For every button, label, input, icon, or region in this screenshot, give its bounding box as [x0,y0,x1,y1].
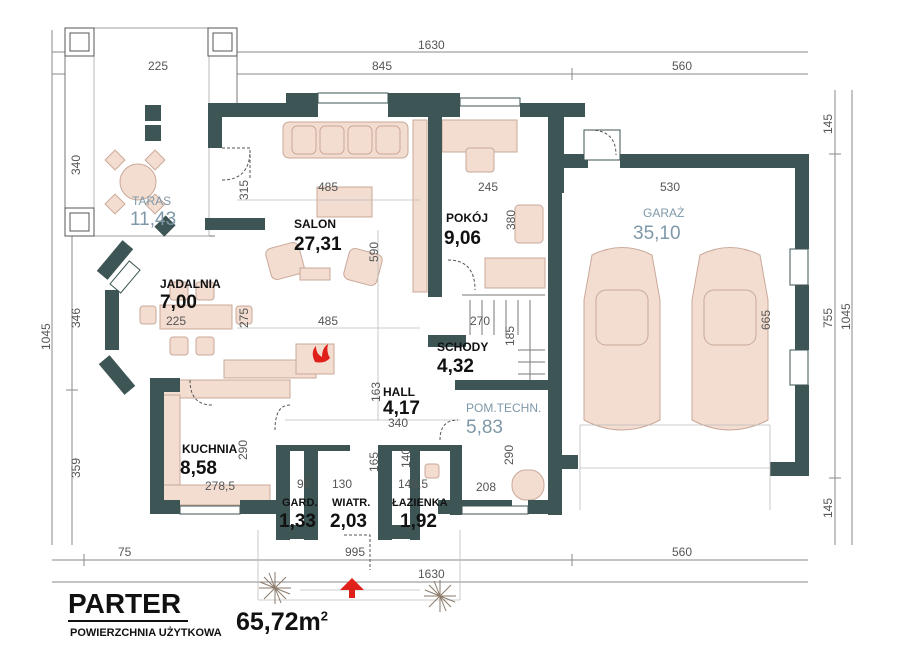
dim-top-c: 560 [672,59,692,73]
dim-top-total: 1630 [418,38,445,52]
dim-bottom-b: 560 [672,545,692,559]
room-gard-name: GARD. [282,497,317,509]
dim-right-c: 145 [821,498,835,518]
dim-tech-h: 290 [502,445,516,465]
dim-right-total: 1045 [839,303,853,330]
dim-laz-w: 145,5 [398,477,428,491]
dim-wiatr-h: 165 [367,452,381,472]
dim-tech-w: 208 [476,480,496,494]
dim-left-a: 340 [69,155,83,175]
room-taras-name: TARAS [132,194,171,208]
dim-laz-h: 140 [399,448,413,468]
dim-wiatr-w: 130 [332,477,352,491]
room-jadalnia-area: 7,00 [160,292,197,313]
room-gard-area: 1,33 [279,511,316,532]
dim-right-b: 755 [821,308,835,328]
room-kuchnia-name: KUCHNIA [182,442,238,456]
room-wiatr-area: 2,03 [330,511,367,532]
room-hall-name: HALL [383,385,415,399]
fireplace-icon [312,344,330,363]
walls [96,93,809,540]
title-underline [68,620,188,622]
room-lazienka-name: ŁAZIENKA [392,497,448,509]
room-garaz-name: GARAŻ [643,206,684,220]
total-area-unit: 2 [320,608,329,624]
room-pomtech-area: 5,83 [466,417,503,438]
dim-garaz-h: 665 [759,310,773,330]
dim-hall-h: 163 [369,382,383,402]
room-lazienka-area: 1,92 [400,511,437,532]
dim-right-a: 145 [821,114,835,134]
dim-top-b: 845 [372,59,392,73]
dim-left-total: 1045 [39,323,53,350]
dim-jad-w: 225 [166,314,186,328]
room-labels: TARAS 11,43 SALON 27,31 POKÓJ 9,06 GARAŻ… [130,194,684,532]
plan-subtitle: POWIERZCHNIA UŻYTKOWA [70,627,222,639]
dim-kuch-h: 290 [236,440,250,460]
plant-icon [259,572,456,612]
dim-gard-w: 95 [297,477,311,491]
room-pokoj-name: POKÓJ [446,210,488,225]
terrace [64,27,238,237]
room-wiatr-name: WIATR. [332,497,370,509]
plan-title: PARTER [68,588,182,619]
dim-jad-h: 275 [237,308,251,328]
dim-hall-w: 340 [388,416,408,430]
room-salon-area: 27,31 [294,234,342,255]
room-schody-name: SCHODY [437,340,488,354]
dim-salon-315: 315 [237,180,251,200]
dim-pokoj-w: 245 [478,180,498,194]
dim-top-a: 225 [148,59,168,73]
dim-bottom-c: 995 [345,545,365,559]
furniture [139,119,769,506]
room-taras-area: 11,43 [130,209,176,230]
dim-bottom-a: 75 [118,545,132,559]
total-area: 65,72m2 [236,608,328,637]
room-pokoj-area: 9,06 [444,228,481,249]
room-pomtech-name: POM.TECHN. [466,401,541,415]
dim-salon-w: 485 [318,180,338,194]
dim-schody-h: 185 [503,326,517,346]
dim-pokoj-h: 380 [504,210,518,230]
room-schody-area: 4,32 [437,356,474,377]
door-swings [189,129,617,570]
interior-lines [237,199,771,601]
dimension-labels: 1630 225 845 560 75 560 995 1630 1045 34… [39,38,853,581]
room-kuchnia-area: 8,58 [180,458,217,479]
room-jadalnia-name: JADALNIA [160,277,221,291]
entrance-arrow-icon [340,578,364,598]
room-hall-area: 4,17 [383,398,420,419]
dim-left-c: 359 [69,458,83,478]
room-salon-name: SALON [294,217,336,231]
dim-garaz-w: 530 [660,180,680,194]
dim-left-b: 346 [69,308,83,328]
dim-salon-w2: 485 [318,314,338,328]
dim-schody-w: 270 [470,314,490,328]
total-area-value: 65,72m [236,608,321,636]
room-garaz-area: 35,10 [633,223,681,244]
stairs [462,294,545,380]
dim-bottom-total: 1630 [418,567,445,581]
windows [109,92,809,515]
dim-kuch-w: 278,5 [205,479,235,493]
dim-salon-h: 590 [367,242,381,262]
